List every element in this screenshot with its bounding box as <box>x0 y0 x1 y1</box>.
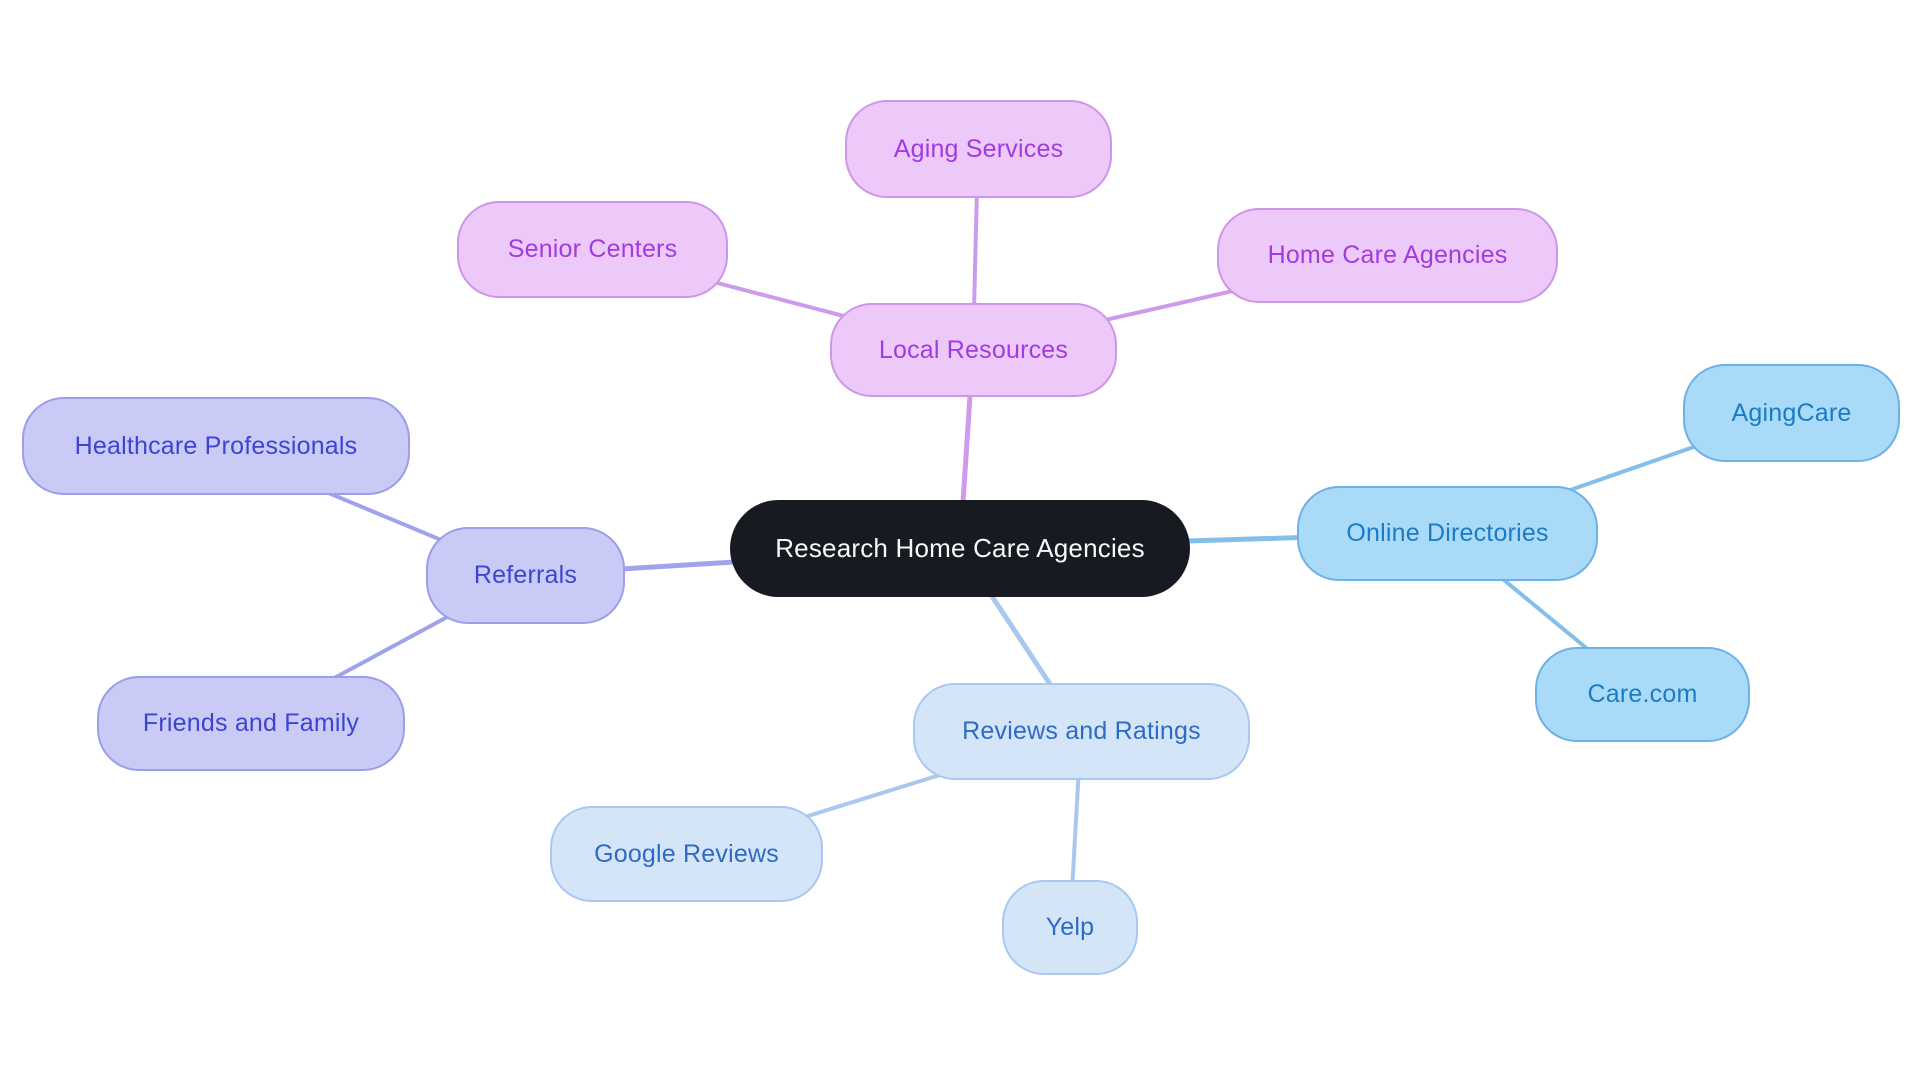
mindmap-node-local-resources[interactable]: Local Resources <box>830 303 1117 397</box>
mindmap-node-online-directories[interactable]: Online Directories <box>1297 486 1598 581</box>
node-label: Aging Services <box>893 134 1064 163</box>
mindmap-node-reviews-and-ratings[interactable]: Reviews and Ratings <box>913 683 1250 780</box>
mindmap-node-agingcare[interactable]: AgingCare <box>1683 364 1900 462</box>
node-label: Home Care Agencies <box>1267 241 1508 269</box>
node-label: Referrals <box>473 561 578 589</box>
node-label: Online Directories <box>1346 519 1549 547</box>
node-label: Yelp <box>1045 913 1095 941</box>
mindmap-node-senior-centers[interactable]: Senior Centers <box>457 201 728 298</box>
mindmap-node-home-care-agencies[interactable]: Home Care Agencies <box>1217 208 1558 303</box>
mindmap-node-healthcare-professionals[interactable]: Healthcare Professionals <box>22 397 410 495</box>
mindmap-node-referrals[interactable]: Referrals <box>426 527 625 624</box>
mindmap-node-google-reviews[interactable]: Google Reviews <box>550 806 823 902</box>
node-label: Senior Centers <box>507 235 678 263</box>
node-label: Google Reviews <box>594 839 779 868</box>
mindmap-node-yelp[interactable]: Yelp <box>1002 880 1138 975</box>
node-label: Friends and Family <box>142 709 360 737</box>
node-label: Care.com <box>1587 680 1698 708</box>
node-label: Local Resources <box>878 335 1069 364</box>
mindmap-root-node[interactable]: Research Home Care Agencies <box>730 500 1190 597</box>
mindmap-node-aging-services[interactable]: Aging Services <box>845 100 1112 198</box>
mindmap-node-friends-and-family[interactable]: Friends and Family <box>97 676 405 771</box>
node-label: AgingCare <box>1731 398 1852 427</box>
node-label: Healthcare Professionals <box>74 431 358 460</box>
root-node-label: Research Home Care Agencies <box>775 533 1145 563</box>
mindmap-node-care-com[interactable]: Care.com <box>1535 647 1750 742</box>
node-label: Reviews and Ratings <box>962 717 1201 745</box>
